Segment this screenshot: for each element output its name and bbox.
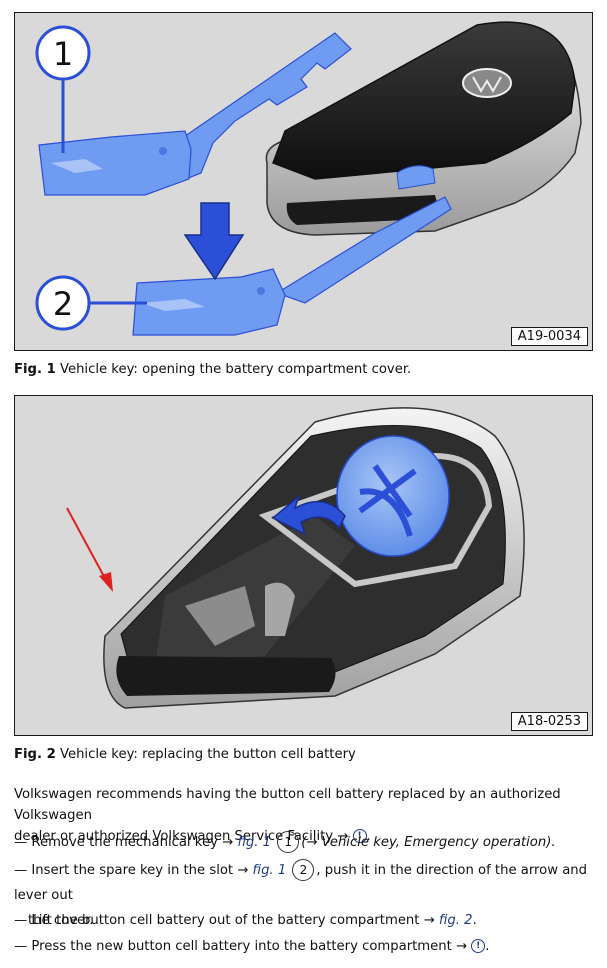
figure-1: 1 2 A19-0034 bbox=[14, 12, 593, 351]
warning-icon[interactable]: ! bbox=[352, 829, 367, 843]
callout-ref-1: 1 bbox=[277, 831, 300, 853]
key-illustration-1: 1 2 bbox=[35, 21, 582, 336]
caption-label: Fig. 1 bbox=[14, 362, 56, 377]
figure-code: A19-0034 bbox=[510, 327, 588, 346]
callout-1: 1 bbox=[35, 25, 91, 153]
figure-2: A18-0253 bbox=[14, 395, 593, 736]
vw-logo-icon bbox=[462, 68, 512, 98]
svg-text:1: 1 bbox=[53, 35, 73, 73]
callout-2: 2 bbox=[35, 275, 147, 331]
figure-code: A18-0253 bbox=[510, 712, 588, 731]
caption-text: Vehicle key: replacing the button cell b… bbox=[59, 747, 356, 762]
intro-line-2: dealer or authorized Volkswagen Service … bbox=[14, 829, 371, 844]
button-cell-battery bbox=[336, 435, 450, 557]
intro-line-1: Volkswagen recommends having the button … bbox=[14, 787, 561, 823]
warning-icon[interactable]: ! bbox=[471, 939, 486, 953]
step-4: — Press the new button cell battery into… bbox=[14, 939, 490, 954]
step-2: — Insert the spare key in the slot → fig… bbox=[14, 858, 599, 933]
figure-1-caption: Fig. 1 Vehicle key: opening the battery … bbox=[14, 362, 411, 377]
fig-2-link[interactable]: fig. 2 bbox=[438, 913, 473, 928]
figure-2-caption: Fig. 2 Vehicle key: replacing the button… bbox=[14, 747, 356, 762]
fig-1-link[interactable]: fig. 1 bbox=[237, 835, 271, 850]
red-arrow-icon bbox=[66, 507, 113, 592]
fig-1-link[interactable]: fig. 1 bbox=[252, 863, 287, 878]
step-3: — Lift the button cell battery out of th… bbox=[14, 913, 477, 928]
intro-paragraph: Volkswagen recommends having the button … bbox=[14, 784, 599, 847]
key-illustration-2 bbox=[66, 407, 525, 709]
caption-label: Fig. 2 bbox=[14, 747, 56, 762]
step-1: — Remove the mechanical key → fig. 1 1(→… bbox=[14, 830, 599, 855]
caption-text: Vehicle key: opening the battery compart… bbox=[59, 362, 412, 377]
callout-ref-2: 2 bbox=[292, 859, 315, 881]
svg-text:2: 2 bbox=[53, 285, 73, 323]
